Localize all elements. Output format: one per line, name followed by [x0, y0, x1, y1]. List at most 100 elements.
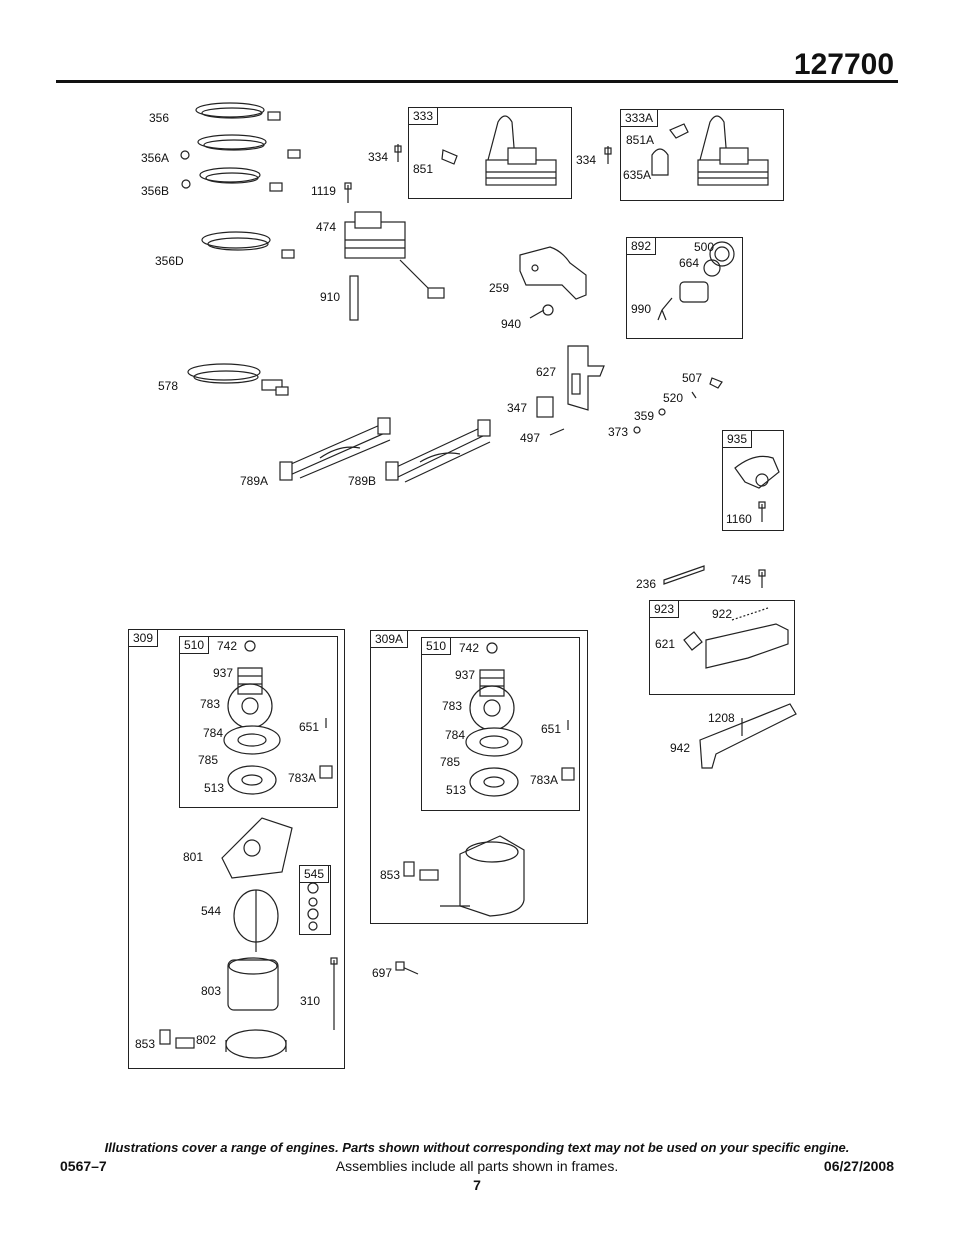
frame-label: 333A — [621, 110, 659, 127]
part-label: 942 — [670, 741, 691, 755]
part-label: 783A — [530, 773, 559, 787]
part-label: 373 — [608, 425, 629, 439]
frame-label: 309A — [371, 631, 409, 648]
part-label: 334 — [576, 153, 597, 167]
part-label: 937 — [455, 668, 476, 682]
part-label: 851A — [626, 133, 655, 147]
page-number: 7 — [473, 1177, 481, 1193]
starter-309-drawing — [159, 640, 338, 1059]
header-rule — [56, 80, 898, 83]
frame-label: 545 — [300, 866, 330, 883]
part-label: 1208 — [708, 711, 735, 725]
part-label: 334 — [368, 150, 389, 164]
part-label: 742 — [217, 639, 238, 653]
part-label: 802 — [196, 1033, 217, 1047]
part-label: 940 — [501, 317, 522, 331]
bracket-935-drawing — [734, 455, 780, 522]
model-number: 127700 — [793, 48, 894, 81]
part-label: 783 — [442, 699, 463, 713]
frame-545: 545 — [299, 865, 331, 935]
part-label: 783 — [200, 697, 221, 711]
footer-disclaimer: Illustrations cover a range of engines. … — [104, 1140, 850, 1155]
bracket-627-drawing — [536, 345, 723, 436]
part-label: 785 — [198, 753, 219, 767]
ignition-coil-333-drawing — [394, 115, 612, 186]
part-label: 783A — [288, 771, 317, 785]
part-label: 785 — [440, 755, 461, 769]
part-label: 356D — [155, 254, 184, 268]
frame-333: 333 — [408, 107, 572, 199]
frame-label: 935 — [723, 431, 753, 448]
part-label: 578 — [158, 379, 179, 393]
part-label: 697 — [372, 966, 393, 980]
part-label: 1119 — [311, 184, 336, 198]
starter-309A-drawing — [395, 642, 575, 975]
part-label: 544 — [201, 904, 222, 918]
part-label: 635A — [623, 168, 652, 182]
part-label: 513 — [204, 781, 225, 795]
harness-789A-drawing — [279, 417, 391, 481]
part-label: 1160 — [726, 512, 752, 526]
footer-date: 06/27/2008 — [823, 1158, 894, 1174]
part-label: 356A — [141, 151, 170, 165]
part-label: 627 — [536, 365, 557, 379]
part-label: 784 — [203, 726, 224, 740]
part-label: 990 — [631, 302, 652, 316]
frame-510-right: 510 — [421, 637, 580, 811]
part-label: 507 — [682, 371, 703, 385]
part-label: 789A — [240, 474, 269, 488]
ignition-coil-333A-drawing — [651, 115, 769, 186]
part-label: 259 — [489, 281, 510, 295]
footer-assemblies-note: Assemblies include all parts shown in fr… — [335, 1158, 619, 1174]
part-label: 621 — [655, 637, 676, 651]
frame-label: 510 — [422, 638, 452, 655]
frame-892: 892 — [626, 237, 743, 339]
part-label: 742 — [459, 641, 480, 655]
part-label: 664 — [679, 256, 700, 270]
part-label: 497 — [520, 431, 541, 445]
link-942-drawing — [699, 703, 797, 769]
part-label: 922 — [712, 607, 733, 621]
part-label: 651 — [299, 720, 320, 734]
frame-label: 892 — [627, 238, 657, 255]
harness-789B-drawing — [385, 419, 491, 483]
frame-923: 923 — [649, 600, 795, 695]
part-label: 347 — [507, 401, 528, 415]
frame-935: 935 — [722, 430, 784, 531]
governor-923-drawing — [663, 565, 789, 669]
part-label: 853 — [135, 1037, 156, 1051]
part-label: 356B — [141, 184, 170, 198]
footer-doc-code: 0567–7 — [60, 1158, 107, 1174]
frame-label: 923 — [650, 601, 680, 618]
part-label: 784 — [445, 728, 466, 742]
part-label: 789B — [348, 474, 377, 488]
part-label: 651 — [541, 722, 562, 736]
frame-309: 309 — [128, 629, 345, 1069]
part-label: 500 — [694, 240, 715, 254]
part-label: 937 — [213, 666, 234, 680]
frame-label: 309 — [129, 630, 159, 647]
frame-label: 510 — [180, 637, 210, 654]
part-label: 513 — [446, 783, 467, 797]
wire-harness-578-drawing — [187, 363, 289, 396]
part-label: 474 — [316, 220, 337, 234]
part-label: 356 — [149, 111, 170, 125]
frame-label: 333 — [409, 108, 439, 125]
part-label: 803 — [201, 984, 222, 998]
bracket-259-drawing — [519, 246, 587, 319]
part-label: 851 — [413, 162, 434, 176]
part-label: 359 — [634, 409, 655, 423]
part-label: 910 — [320, 290, 341, 304]
part-label: 236 — [636, 577, 657, 591]
part-label: 310 — [300, 994, 321, 1008]
coil-474-drawing — [344, 182, 445, 321]
key-switch-892-drawing — [657, 241, 735, 321]
part-label: 520 — [663, 391, 684, 405]
part-label: 745 — [731, 573, 752, 587]
wire-harness-356-drawing — [180, 102, 301, 259]
part-label: 801 — [183, 850, 204, 864]
frame-309A: 309A — [370, 630, 588, 924]
frame-333A: 333A — [620, 109, 784, 201]
part-label: 853 — [380, 868, 401, 882]
